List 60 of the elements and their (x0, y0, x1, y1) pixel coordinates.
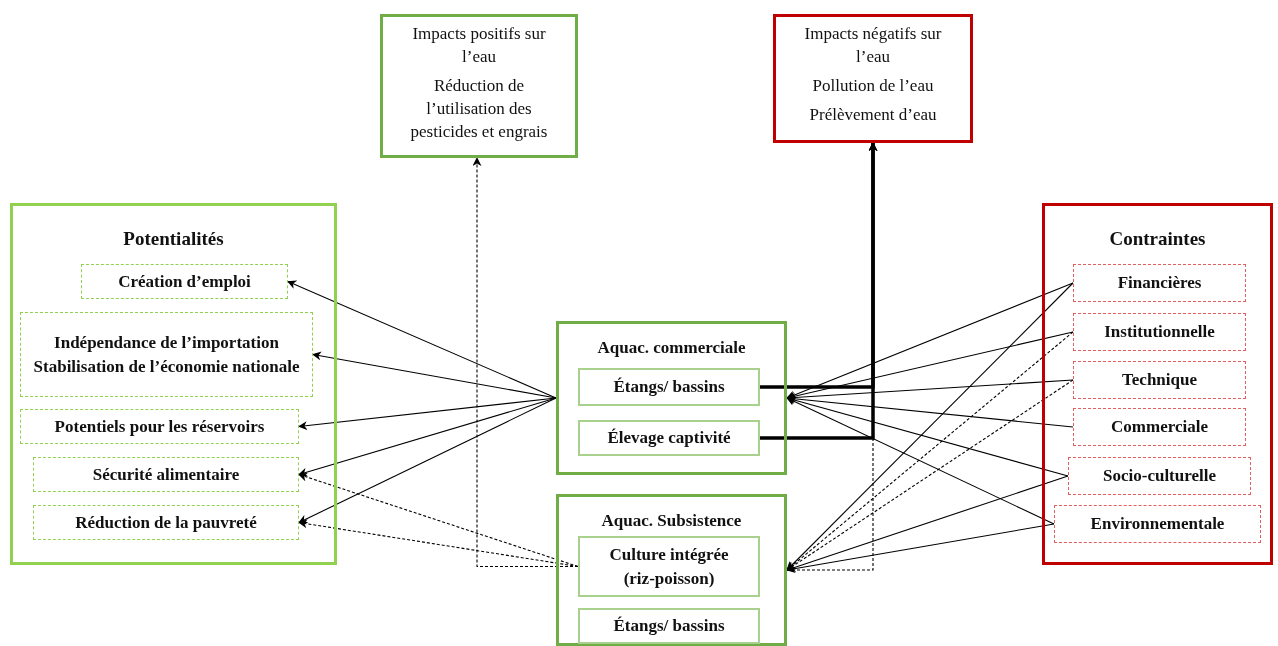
item-box (578, 536, 760, 597)
impact-text: Réduction de l’utilisation des pesticides et engrais (409, 75, 549, 143)
arrow (786, 379, 1074, 571)
box-heading: Impacts positifs sur l’eau (411, 23, 547, 68)
item-label: Financières (1117, 272, 1202, 294)
arrow (786, 331, 1074, 401)
arrow (298, 397, 557, 524)
arrow (472, 157, 579, 568)
item-box (578, 368, 760, 406)
arrow (786, 397, 1055, 525)
item-label: Culture intégrée (riz-poisson) (608, 543, 730, 590)
item-box (1073, 361, 1246, 399)
impact-box (380, 14, 578, 158)
item-label: Étangs/ bassins (613, 615, 725, 637)
item-label: Élevage captivité (607, 427, 731, 449)
arrow (786, 523, 1055, 574)
item-box (20, 312, 313, 397)
item-label: Technique (1122, 369, 1197, 391)
item-box (1068, 457, 1251, 495)
category-panel (10, 203, 337, 565)
arrow (760, 142, 878, 440)
panel-title: Potentialités (122, 228, 225, 250)
item-label: Sécurité alimentaire (92, 463, 240, 486)
item-box (33, 457, 299, 492)
impact-text: Pollution de l’eau (812, 75, 934, 97)
item-box (578, 608, 760, 644)
item-label: Réduction de la pauvreté (75, 511, 257, 534)
box-heading: Impacts négatifs sur l’eau (803, 23, 943, 68)
arrow (287, 280, 557, 399)
item-label: Socio-culturelle (1103, 465, 1216, 487)
aquaculture-panel (556, 494, 787, 646)
item-label: Création d’emploi (118, 270, 251, 293)
item-label: Potentiels pour les réservoirs (54, 415, 265, 438)
arrow (312, 351, 557, 399)
item-box (33, 505, 299, 540)
impact-text: Prélèvement d’eau (809, 104, 937, 126)
panel-title: Aquac. commerciale (596, 338, 747, 358)
item-box (1073, 313, 1246, 351)
item-box (1073, 408, 1246, 446)
item-box (20, 409, 299, 444)
item-box (1054, 505, 1261, 543)
aquaculture-panel (556, 321, 787, 475)
arrow (298, 397, 557, 477)
item-label: Indépendance de l’importation (54, 331, 279, 354)
panel-title: Contraintes (1108, 228, 1207, 250)
impact-box (773, 14, 973, 143)
category-panel (1042, 203, 1273, 565)
arrow (298, 472, 579, 568)
item-label: Commerciale (1111, 416, 1208, 438)
arrow (786, 395, 1069, 477)
item-box (81, 264, 288, 299)
item-label: Institutionnelle (1104, 321, 1215, 343)
item-box (578, 420, 760, 456)
item-label: Étangs/ bassins (613, 376, 725, 398)
item-label: Environnementale (1090, 513, 1225, 535)
arrow (786, 475, 1069, 572)
item-label: Stabilisation de l’économie nationale (33, 355, 300, 378)
arrow (786, 282, 1074, 571)
panel-title: Aquac. Subsistence (600, 511, 743, 531)
item-box (1073, 264, 1246, 302)
